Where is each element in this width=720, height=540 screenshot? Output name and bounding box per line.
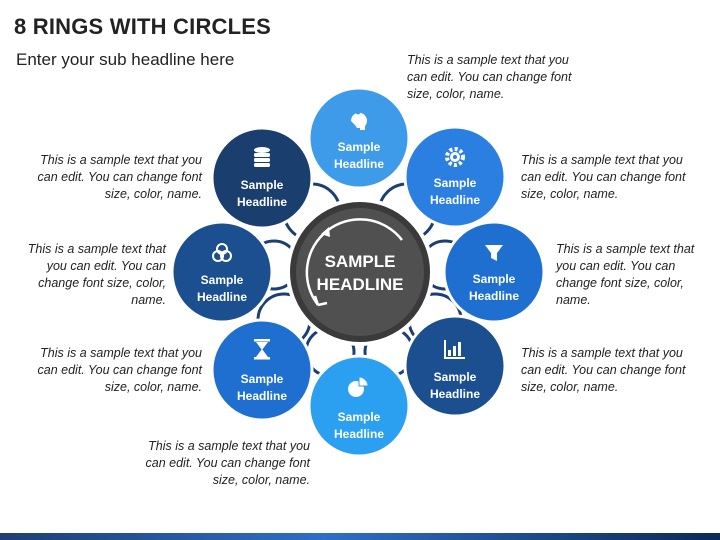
node-top: Sample Headline bbox=[307, 86, 411, 190]
bar-chart-icon bbox=[444, 340, 465, 359]
node-circle bbox=[210, 126, 314, 230]
node-label-line1: Sample bbox=[434, 176, 477, 190]
node-circle bbox=[307, 354, 411, 458]
node-top-right: Sample Headline bbox=[403, 125, 507, 229]
node-label-line1: Sample bbox=[201, 273, 244, 287]
description-bottom-right: This is a sample text that you can edit.… bbox=[521, 346, 686, 394]
venn-icon bbox=[212, 243, 232, 262]
node-label-line2: Headline bbox=[430, 193, 480, 207]
node-circle bbox=[170, 220, 274, 324]
node-label-line1: Sample bbox=[473, 272, 516, 286]
page-subtitle: Enter your sub headline here bbox=[16, 50, 235, 69]
description-bottom: This is a sample text that you can edit.… bbox=[145, 439, 310, 487]
node-label-line2: Headline bbox=[469, 289, 519, 303]
center-label-line1: SAMPLE bbox=[325, 252, 396, 271]
node-label-line2: Headline bbox=[237, 389, 287, 403]
hourglass-icon bbox=[254, 339, 270, 360]
description-top-right: This is a sample text that you can edit.… bbox=[521, 153, 686, 201]
arrow-head-icon bbox=[313, 295, 328, 307]
node-label-line1: Sample bbox=[241, 372, 284, 386]
arrow-head-icon bbox=[321, 227, 330, 237]
node-bottom-left: Sample Headline bbox=[210, 318, 314, 422]
description-left: This is a sample text that you can edit.… bbox=[27, 242, 166, 307]
head-gears-icon bbox=[350, 109, 367, 130]
node-circle bbox=[403, 314, 507, 418]
node-label-line2: Headline bbox=[197, 290, 247, 304]
node-right: Sample Headline bbox=[442, 220, 546, 324]
description-top: This is a sample text that you can edit.… bbox=[407, 53, 572, 101]
node-circle bbox=[403, 125, 507, 229]
description-top-left: This is a sample text that you can edit.… bbox=[37, 153, 202, 201]
node-bottom: Sample Headline bbox=[307, 354, 411, 458]
page-title: 8 RINGS WITH CIRCLES bbox=[14, 14, 272, 39]
center-fill bbox=[296, 208, 424, 336]
description-right: This is a sample text that you can edit.… bbox=[556, 242, 695, 307]
center-label-line2: HEADLINE bbox=[317, 275, 404, 294]
node-label-line2: Headline bbox=[430, 387, 480, 401]
pie-chart-icon bbox=[348, 376, 369, 397]
node-circle bbox=[210, 318, 314, 422]
database-icon bbox=[254, 147, 270, 167]
node-label-line1: Sample bbox=[338, 140, 381, 154]
node-label-line2: Headline bbox=[334, 427, 384, 441]
node-label-line2: Headline bbox=[237, 195, 287, 209]
node-label-line1: Sample bbox=[338, 410, 381, 424]
node-label-line2: Headline bbox=[334, 157, 384, 171]
node-circle bbox=[307, 86, 411, 190]
node-label-line1: Sample bbox=[241, 178, 284, 192]
description-bottom-left: This is a sample text that you can edit.… bbox=[37, 346, 202, 394]
filter-icon bbox=[485, 245, 503, 261]
bottom-accent-bar bbox=[0, 533, 720, 540]
node-top-left: Sample Headline bbox=[210, 126, 314, 230]
gear-icon bbox=[445, 147, 465, 167]
node-label-line1: Sample bbox=[434, 370, 477, 384]
node-left: Sample Headline bbox=[170, 220, 274, 324]
node-bottom-right: Sample Headline bbox=[403, 314, 507, 418]
node-circle bbox=[442, 220, 546, 324]
center-node: SAMPLE HEADLINE bbox=[286, 198, 434, 346]
